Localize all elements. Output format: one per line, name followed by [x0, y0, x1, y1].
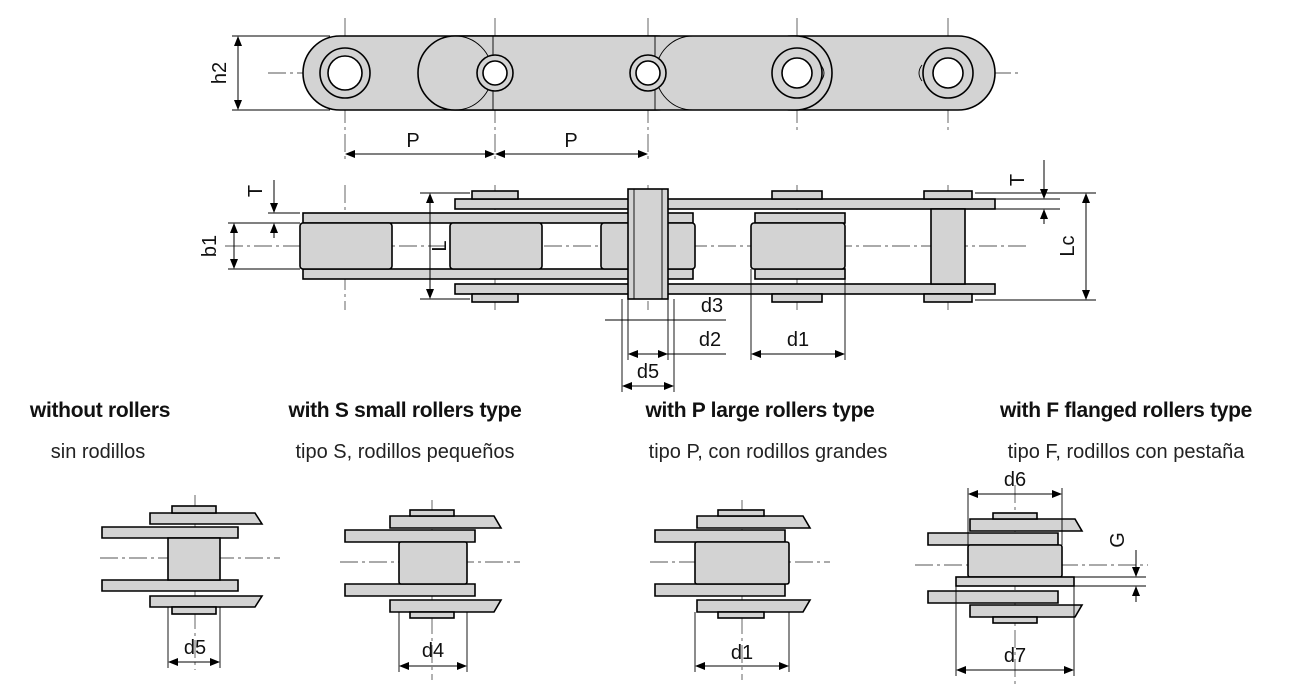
type-subtitle-without-rollers: sin rodillos	[50, 441, 146, 463]
top-view: h2 P P	[209, 18, 1022, 160]
roller	[449, 222, 543, 270]
roller-flange	[955, 576, 1075, 587]
label-d1: d1	[787, 329, 809, 351]
label-pitch-right: P	[564, 130, 577, 152]
label-d1-type3: d1	[731, 642, 753, 664]
outer-link-plate-middle	[417, 35, 833, 111]
label-d2: d2	[699, 329, 721, 351]
bushing	[627, 188, 669, 300]
type-title-f-flanged-rollers: with F flanged rollers type	[999, 399, 1253, 422]
roller	[299, 222, 393, 270]
pin-hole	[635, 60, 661, 86]
label-d4: d4	[422, 640, 444, 662]
type-subtitle-f-flanged-rollers: tipo F, rodillos con pestaña	[1007, 441, 1245, 463]
pin-hole	[781, 57, 813, 89]
side-view: T b1 L T Lc d3	[199, 160, 1096, 392]
type-title-p-large-rollers: with P large rollers type	[645, 399, 875, 422]
type-subtitle-s-small-rollers: tipo S, rodillos pequeños	[295, 441, 515, 463]
label-Lc: Lc	[1057, 235, 1079, 256]
detail-p-large-rollers: d1	[650, 500, 830, 680]
label-d5-type1: d5	[184, 637, 206, 659]
label-h2: h2	[209, 62, 231, 84]
type-title-s-small-rollers: with S small rollers type	[288, 399, 522, 422]
type-title-without-rollers: without rollers	[29, 399, 171, 422]
label-L: L	[429, 240, 451, 251]
label-d5: d5	[637, 361, 659, 383]
detail-without-rollers: d5	[100, 495, 280, 670]
detail-s-small-rollers: d4	[340, 500, 520, 680]
label-T-right: T	[1007, 174, 1029, 186]
label-d7: d7	[1004, 645, 1026, 667]
roller	[750, 222, 846, 270]
label-G: G	[1107, 532, 1129, 548]
clip-icon	[918, 64, 923, 82]
type-subtitle-p-large-rollers: tipo P, con rodillos grandes	[648, 441, 888, 463]
label-pitch-left: P	[406, 130, 419, 152]
detail-f-flanged-rollers: d6 d7 G	[915, 469, 1148, 685]
pin-hole	[482, 60, 508, 86]
label-b1: b1	[199, 235, 221, 257]
pin-hole	[932, 57, 964, 89]
clip-icon	[819, 63, 825, 83]
pin-hole	[327, 55, 363, 91]
label-d3: d3	[701, 295, 723, 317]
label-T-left: T	[245, 185, 267, 197]
label-d6: d6	[1004, 469, 1026, 491]
pin	[930, 208, 966, 285]
